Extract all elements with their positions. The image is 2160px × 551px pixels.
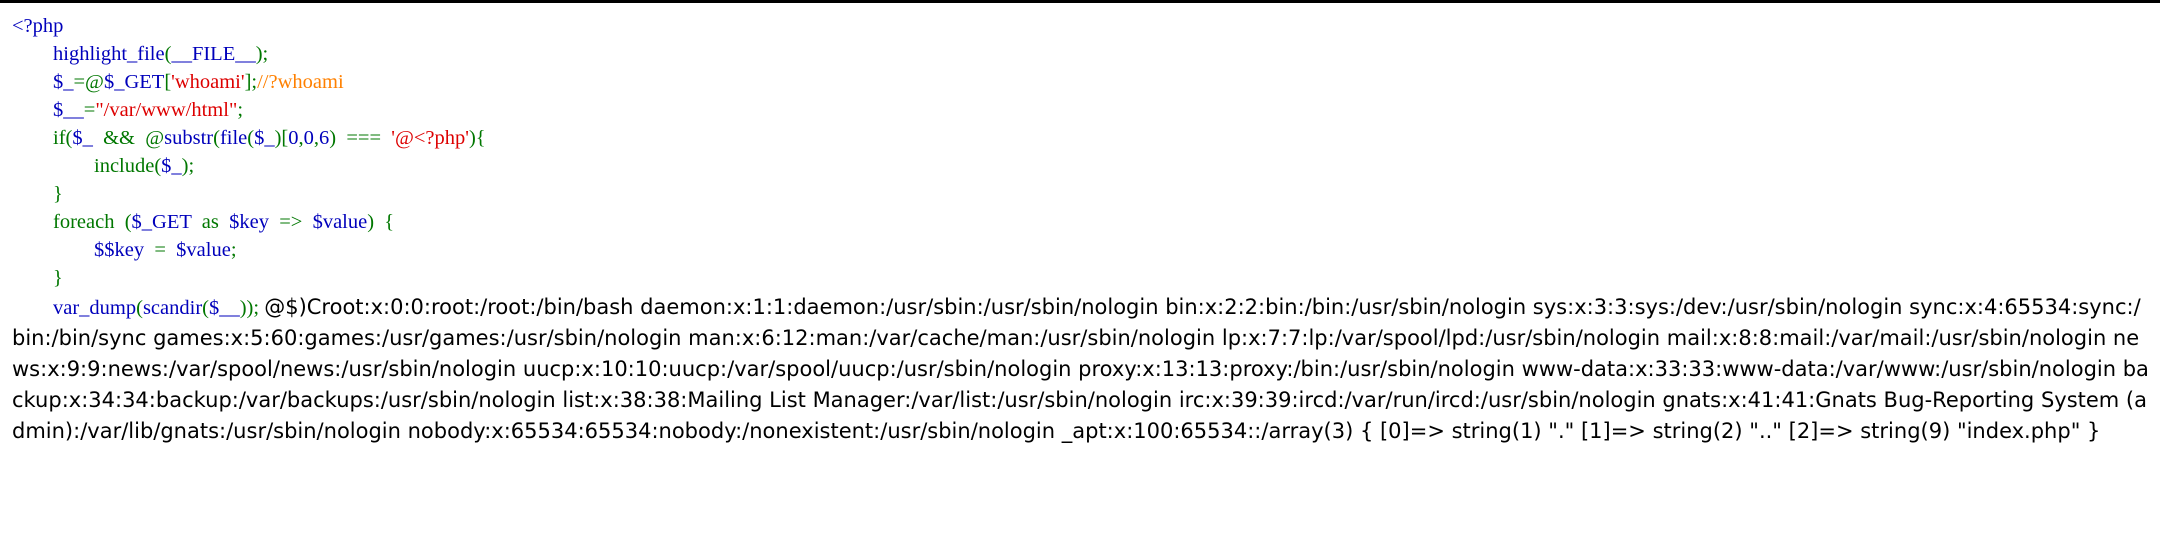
code-line-8: foreach ($_GET as $key => $value) { [53, 211, 395, 233]
code-line-11: var_dump(scandir($__)); [53, 297, 260, 319]
highlighted-source: <?php highlight_file(__FILE__); $_=@$_GE… [12, 12, 2152, 319]
code-line-9: $$key = $value; [94, 239, 237, 261]
page-output-block: <?php highlight_file(__FILE__); $_=@$_GE… [12, 12, 2152, 447]
script-output-text: @$)Croot:x:0:0:root:/root:/bin/bash daem… [12, 295, 2149, 443]
code-line-2: highlight_file(__FILE__); [53, 43, 269, 65]
page-content: <?php highlight_file(__FILE__); $_=@$_GE… [12, 12, 2152, 447]
function-name: highlight_file [53, 43, 165, 65]
php-open-tag: <?php [12, 15, 64, 37]
code-line-7: } [53, 183, 63, 205]
code-line-10: } [53, 267, 63, 289]
code-line-5: if($_ && @substr(file($_)[0,0,6) === '@<… [53, 127, 486, 149]
code-line-4: $__="/var/www/html"; [53, 99, 244, 121]
top-border [0, 0, 2160, 3]
code-line-3: $_=@$_GET['whoami'];//?whoami [53, 71, 344, 93]
code-line-6: include($_); [94, 155, 195, 177]
code-line-1: <?php [12, 12, 2152, 40]
code-comment: //?whoami [257, 71, 344, 93]
